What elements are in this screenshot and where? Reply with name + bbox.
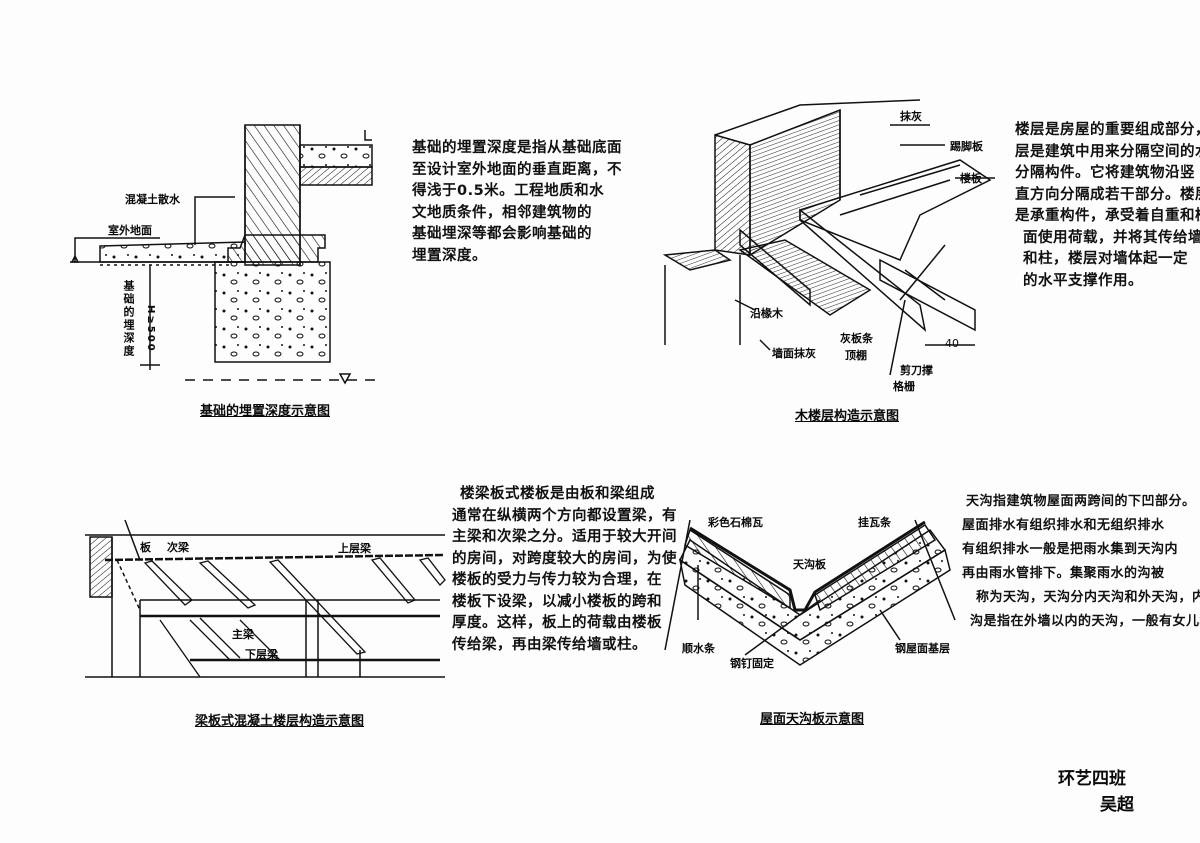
label-secondary-beam: 次梁	[167, 541, 189, 554]
label-cross-brace: 剪刀撑	[900, 364, 933, 377]
foundation-diagram	[70, 124, 380, 385]
label-batten: 挂瓦条	[858, 516, 891, 529]
label-lath-ceiling-2: 顶棚	[845, 349, 867, 362]
paragraph-line: 楼板的受力与传力较为合理，在	[452, 572, 662, 588]
paragraph-line: 直方向分隔成若干部分。楼层又	[1015, 186, 1200, 203]
label-floorboard: 楼板	[960, 172, 982, 185]
paragraph-line: 得浅于0.5米。工程地质和水	[412, 183, 605, 199]
beam-slab-diagram	[85, 519, 446, 678]
paragraph-line: 传给梁，再由梁传给墙或柱。	[452, 636, 647, 653]
beam-slab-paragraph: 楼梁板式楼板是由板和梁组成 通常在纵横两个方向都设置梁，有 主梁和次梁之分。适用…	[452, 484, 677, 656]
paragraph-line: 文地质条件，相邻建筑物的	[412, 204, 592, 221]
label-lower-beam: 下层梁	[245, 648, 278, 661]
paragraph-line: 是承重构件，承受着自重和楼	[1015, 208, 1200, 224]
signature-name: 吴超	[1100, 795, 1134, 815]
paragraph-line: 通常在纵横两个方向都设置梁，有	[452, 507, 677, 524]
paragraph-line: 再由雨水管排下。集聚雨水的沟被	[962, 566, 1165, 581]
label-main-beam: 主梁	[232, 628, 254, 641]
label-lath-ceiling-1: 灰板条	[840, 332, 873, 345]
label-edge-timber: 沿椽木	[750, 307, 783, 320]
paragraph-line: 埋置深度。	[412, 247, 487, 264]
paragraph-line: 层是建筑中用来分隔空间的水平	[1015, 143, 1200, 160]
paragraph-line: 的房间，对跨度较大的房间，为使	[452, 550, 677, 567]
foundation-depth-paragraph: 基础的埋置深度是指从基础底面 至设计室外地面的垂直距离，不 得浅于0.5米。工程…	[412, 138, 622, 267]
foundation-depth-caption: 基础的埋置深度示意图	[200, 404, 331, 419]
paragraph-line: 基础的埋置深度是指从基础底面	[412, 140, 622, 156]
paragraph-line: 称为天沟，天沟分内天沟和外天沟，内天	[976, 590, 1200, 605]
label-joist: 格栅	[893, 380, 915, 393]
paragraph-line: 至设计室外地面的垂直距离，不	[412, 161, 622, 178]
beam-slab-caption: 梁板式混凝土楼层构造示意图	[195, 714, 365, 729]
label-roof-base: 钢屋面基层	[895, 642, 950, 655]
label-skirting: 踢脚板	[950, 140, 983, 153]
paragraph-line: 厚度。这样，板上的荷载由楼板	[452, 615, 662, 631]
paragraph-line: 天沟指建筑物屋面两跨间的下凹部分。	[966, 494, 1196, 509]
label-slab: 板	[140, 541, 151, 554]
label-outdoor-ground: 室外地面	[108, 224, 152, 237]
paragraph-line: 主梁和次梁之分。适用于较大开间	[452, 529, 677, 545]
paragraph-line: 和柱，楼层对墙体起一定	[1023, 251, 1188, 267]
paragraph-line: 楼板下设梁，以减小楼板的跨和	[452, 593, 662, 610]
gutter-paragraph: 天沟指建筑物屋面两跨间的下凹部分。 屋面排水有组织排水和无组织排水 有组织排水一…	[962, 490, 1200, 634]
signature-class: 环艺四班	[1058, 769, 1126, 789]
paragraph-line: 面使用荷载，并将其传给墙梁	[1023, 229, 1200, 246]
label-tile: 彩色石棉瓦	[708, 516, 763, 529]
gutter-caption: 屋面天沟板示意图	[760, 712, 865, 727]
paragraph-line: 有组织排水一般是把雨水集到天沟内	[962, 542, 1179, 557]
label-wall-plaster: 墙面抹灰	[772, 347, 816, 360]
paragraph-line: 基础埋深等都会影响基础的	[412, 226, 592, 242]
wood-floor-diagram	[662, 99, 995, 376]
label-gutter-board: 天沟板	[793, 558, 826, 571]
wood-floor-caption: 木楼层构造示意图	[795, 409, 900, 424]
label-upper-beam: 上层梁	[338, 542, 371, 555]
gutter-diagram	[664, 519, 956, 666]
label-plaster: 抹灰	[900, 110, 922, 123]
paragraph-line: 分隔构件。它将建筑物沿竖	[1015, 165, 1195, 181]
paragraph-line: 楼层是房屋的重要组成部分，楼	[1015, 122, 1200, 138]
label-depth: 基础的埋深度	[122, 280, 135, 358]
label-dimension: H≥500	[145, 305, 156, 353]
label-spacing: 40	[945, 337, 959, 350]
label-nail: 钢钉固定	[730, 657, 774, 670]
label-counter-batten: 顺水条	[682, 642, 715, 655]
paragraph-line: 沟是指在外墙以内的天沟，一般有女儿墙。	[970, 614, 1200, 629]
paragraph-line: 楼梁板式楼板是由板和梁组成	[460, 486, 655, 502]
paragraph-line: 屋面排水有组织排水和无组织排水	[962, 518, 1165, 533]
label-apron: 混凝土散水	[125, 193, 180, 206]
wood-floor-paragraph: 楼层是房屋的重要组成部分，楼 层是建筑中用来分隔空间的水平 分隔构件。它将建筑物…	[1015, 120, 1200, 292]
paragraph-line: 的水平支撑作用。	[1023, 272, 1143, 289]
